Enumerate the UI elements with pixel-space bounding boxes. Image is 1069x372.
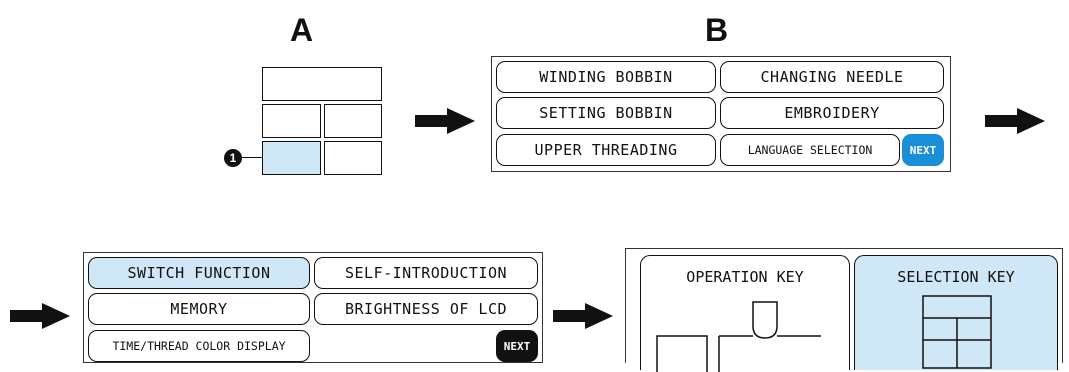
operation-key-diagram [656, 301, 821, 372]
selection-key-label: SELECTION KEY [897, 268, 1015, 286]
embroidery-button[interactable]: EMBROIDERY [720, 97, 944, 129]
upper-threading-button[interactable]: UPPER THREADING [496, 134, 716, 166]
arrow-right-icon [10, 303, 70, 329]
operation-key-tab[interactable]: OPERATION KEY [640, 255, 850, 372]
next-button[interactable]: NEXT [902, 134, 944, 166]
setting-bobbin-button[interactable]: SETTING BOBBIN [496, 97, 716, 129]
diagram-top-cell [262, 67, 382, 101]
arrow-right-icon [553, 303, 613, 329]
selection-key-tab[interactable]: SELECTION KEY [854, 255, 1058, 370]
self-introduction-button[interactable]: SELF-INTRODUCTION [314, 257, 538, 289]
memory-button[interactable]: MEMORY [88, 293, 310, 325]
arrow-right-icon [415, 108, 475, 134]
selection-key-diagram [922, 295, 992, 369]
winding-bobbin-button[interactable]: WINDING BOBBIN [496, 61, 716, 93]
diagram-bottom-left-cell [262, 141, 321, 175]
switch-function-button[interactable]: SWITCH FUNCTION [88, 257, 310, 289]
label-a: A [290, 12, 314, 48]
time-thread-color-display-button[interactable]: TIME/THREAD COLOR DISPLAY [88, 330, 310, 362]
language-selection-button[interactable]: LANGUAGE SELECTION [720, 134, 900, 166]
diagram-middle-right-cell [324, 104, 382, 138]
label-b: B [705, 12, 729, 48]
panel-d-screen: OPERATION KEY SELECTION KEY [625, 248, 1063, 372]
diagram-middle-left-cell [262, 104, 321, 138]
next-button[interactable]: NEXT [496, 330, 538, 362]
callout-badge: 1 [224, 149, 242, 167]
diagram-bottom-right-cell [324, 141, 382, 175]
panel-c-screen: SWITCH FUNCTION SELF-INTRODUCTION MEMORY… [83, 252, 543, 363]
panel-b-screen: WINDING BOBBIN CHANGING NEEDLE SETTING B… [491, 56, 951, 172]
callout-line [238, 157, 262, 158]
brightness-of-lcd-button[interactable]: BRIGHTNESS OF LCD [314, 293, 538, 325]
arrow-right-icon [985, 108, 1045, 134]
operation-key-label: OPERATION KEY [686, 268, 804, 286]
changing-needle-button[interactable]: CHANGING NEEDLE [720, 61, 944, 93]
